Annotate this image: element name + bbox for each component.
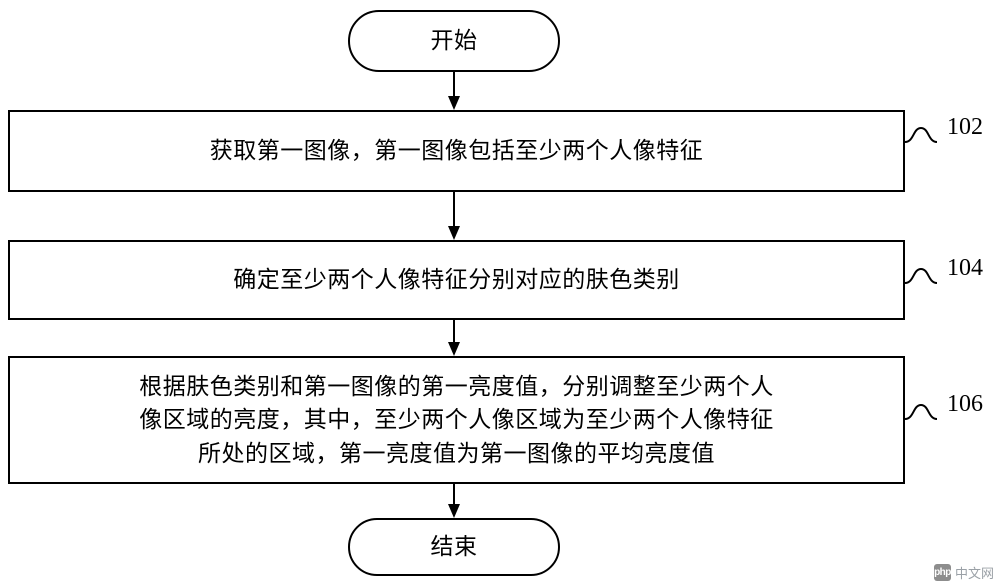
ref-label-106: 106 xyxy=(947,391,983,417)
node-end: 结束 xyxy=(348,518,560,576)
node-step-106: 根据肤色类别和第一图像的第一亮度值，分别调整至少两个人 像区域的亮度，其中，至少… xyxy=(8,356,905,484)
node-step-106-label: 根据肤色类别和第一图像的第一亮度值，分别调整至少两个人 像区域的亮度，其中，至少… xyxy=(139,373,774,466)
ref-label-102: 102 xyxy=(947,114,983,140)
watermark: php 中文网 xyxy=(933,563,994,582)
ref-label-104: 104 xyxy=(947,255,983,281)
node-step-102-label: 获取第一图像，第一图像包括至少两个人像特征 xyxy=(209,138,704,164)
node-step-104: 确定至少两个人像特征分别对应的肤色类别 xyxy=(8,240,905,320)
node-start: 开始 xyxy=(348,10,560,72)
watermark-logo-icon: php xyxy=(933,564,951,581)
node-step-104-label: 确定至少两个人像特征分别对应的肤色类别 xyxy=(233,267,680,293)
watermark-text: 中文网 xyxy=(954,566,994,581)
node-step-102: 获取第一图像，第一图像包括至少两个人像特征 xyxy=(8,110,905,192)
node-start-label: 开始 xyxy=(430,28,478,54)
node-end-label: 结束 xyxy=(430,534,478,560)
